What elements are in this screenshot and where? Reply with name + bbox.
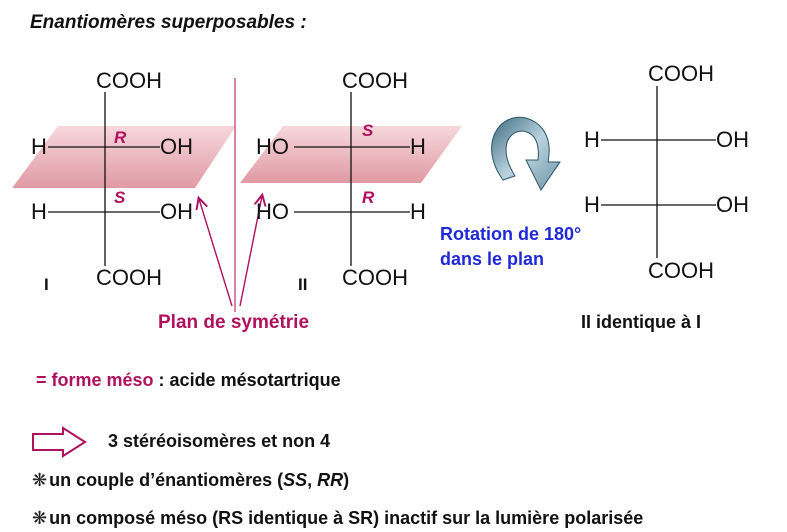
structure-rotated-top: COOH <box>648 61 714 86</box>
structure-rotated-bottom: COOH <box>648 258 714 283</box>
asterisk-bullet-icon: ❋ <box>32 470 48 490</box>
meso-rest: : acide mésotartrique <box>153 370 341 390</box>
bullet1-prefix: un couple d’énantiomères ( <box>49 470 284 490</box>
symmetry-plane-I <box>12 126 236 188</box>
structure-I-top: COOH <box>96 68 162 93</box>
bullet1-sep: , <box>307 470 318 490</box>
structure-II-top: COOH <box>342 68 408 93</box>
structure-II-row1-right: H <box>410 134 426 159</box>
asterisk-bullet-icon: ❋ <box>32 508 48 528</box>
symmetry-plane-label: Plan de symétrie <box>158 312 310 333</box>
rotation-label-line2: dans le plan <box>440 249 545 269</box>
structure-I-bonds <box>48 92 160 266</box>
bullet-meso-compound: ❋un composé méso (RS identique à SR) ina… <box>32 508 643 529</box>
structure-II-row1-left: HO <box>256 134 289 159</box>
rotation-label-line1: Rotation de 180° <box>440 224 582 244</box>
meso-highlight: = forme méso <box>36 370 154 390</box>
structure-I-row1-left: H <box>31 134 47 159</box>
plane-pointer-arrows <box>199 196 262 307</box>
structure-I-label: I <box>44 275 49 294</box>
structure-II-row1-config: S <box>362 121 374 140</box>
structure-rotated-bonds <box>601 86 716 258</box>
bullet-enantiomers: ❋un couple d’énantiomères (SS, RR) <box>32 470 349 491</box>
rotation-label: Rotation de 180° dans le plan <box>440 222 581 272</box>
conclusion-text: 3 stéréoisomères et non 4 <box>108 431 331 451</box>
structure-II-bottom: COOH <box>342 265 408 290</box>
structure-II-row2-left: HO <box>256 199 289 224</box>
page-title: Enantiomères superposables : <box>30 12 307 33</box>
bullet1-ss: SS <box>283 470 308 490</box>
structure-I-row2-left: H <box>31 199 47 224</box>
implication-arrow-icon <box>32 426 87 458</box>
bullet1-rr: RR <box>317 470 344 490</box>
bullet1-suffix: ) <box>343 470 350 490</box>
structure-II-bonds <box>294 92 410 266</box>
structure-I-row2-right: OH <box>160 199 193 224</box>
structure-II-label: II <box>298 275 308 294</box>
structure-I-row1-config: R <box>114 128 127 147</box>
structure-rotated-row1-left: H <box>584 127 600 152</box>
structure-rotated-row2-right: OH <box>716 192 749 217</box>
structure-I-row2-config: S <box>114 188 126 207</box>
bullet2-text: un composé méso (RS identique à SR) inac… <box>49 508 644 528</box>
structure-rotated-row1-right: OH <box>716 127 749 152</box>
identity-label: II identique à I <box>581 312 702 332</box>
rotation-arrow-icon <box>491 116 561 191</box>
meso-line: = forme méso : acide mésotartrique <box>36 370 341 391</box>
structure-II-row2-config: R <box>362 188 375 207</box>
structure-II-row2-right: H <box>410 199 426 224</box>
structure-I-row1-right: OH <box>160 134 193 159</box>
structure-I-bottom: COOH <box>96 265 162 290</box>
structure-rotated-row2-left: H <box>584 192 600 217</box>
